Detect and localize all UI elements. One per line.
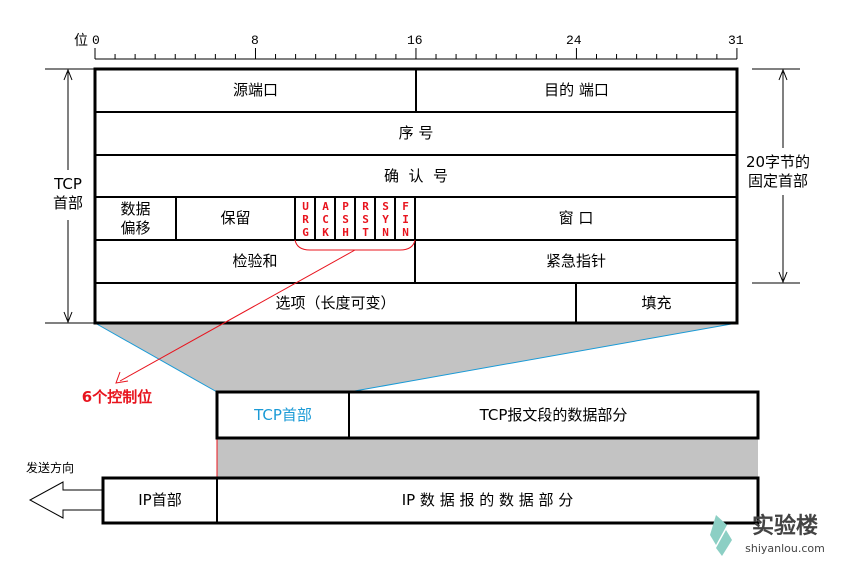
flag-rst-label: RST: [359, 199, 372, 239]
field-data-offset: 数据 偏移: [120, 199, 151, 237]
flag-psh-label: PSH: [339, 199, 352, 239]
direction-arrow: [28, 481, 103, 519]
ip-header: IP首部: [138, 491, 182, 509]
tick-31: 31: [728, 33, 744, 48]
flag-ack-label: ACK: [319, 199, 332, 239]
flag-syn-label: SYN: [379, 199, 392, 239]
flag-rst: RST: [355, 199, 375, 239]
flag-fin: FIN: [395, 199, 415, 239]
logo-url: shiyanlou.com: [745, 541, 825, 555]
logo-icon: [710, 515, 732, 556]
field-padding: 填充: [641, 293, 672, 312]
field-options: 选项（长度可变）: [275, 293, 396, 312]
ruler-unit: 位: [74, 33, 88, 49]
flag-urg: URG: [295, 199, 315, 239]
ip-data: IP 数 据 报 的 数 据 部 分: [401, 491, 574, 509]
flag-fin-label: FIN: [399, 199, 412, 239]
field-window: 窗 口: [558, 209, 594, 227]
segment-tcp-header: TCP首部: [254, 405, 312, 424]
field-src-port: 源端口: [232, 81, 278, 99]
flag-ack: ACK: [315, 199, 335, 239]
tick-24: 24: [566, 33, 582, 48]
flag-urg-label: URG: [299, 199, 312, 239]
field-checksum: 检验和: [232, 252, 278, 270]
tcp-header-side-label: TCP 首部: [48, 172, 88, 216]
direction-label: 发送方向: [25, 460, 74, 475]
field-ack: 确 认 号: [383, 166, 449, 185]
fixed-header-label: 20字节的 固定首部: [740, 150, 816, 194]
field-reserved: 保留: [220, 209, 251, 227]
flag-syn: SYN: [375, 199, 395, 239]
flag-psh: PSH: [335, 199, 355, 239]
tick-0: 0: [92, 33, 100, 48]
field-seq: 序 号: [398, 124, 434, 142]
logo-name: 实验楼: [751, 513, 818, 539]
field-dst-port: 目的 端口: [544, 81, 609, 99]
tick-8: 8: [251, 33, 259, 48]
segment-tcp-data: TCP报文段的数据部分: [479, 405, 628, 424]
control-bits-label: 6个控制位: [81, 387, 153, 406]
projection-gray: [95, 323, 737, 392]
tick-16: 16: [407, 33, 423, 48]
field-urgent-pointer: 紧急指针: [545, 252, 606, 270]
